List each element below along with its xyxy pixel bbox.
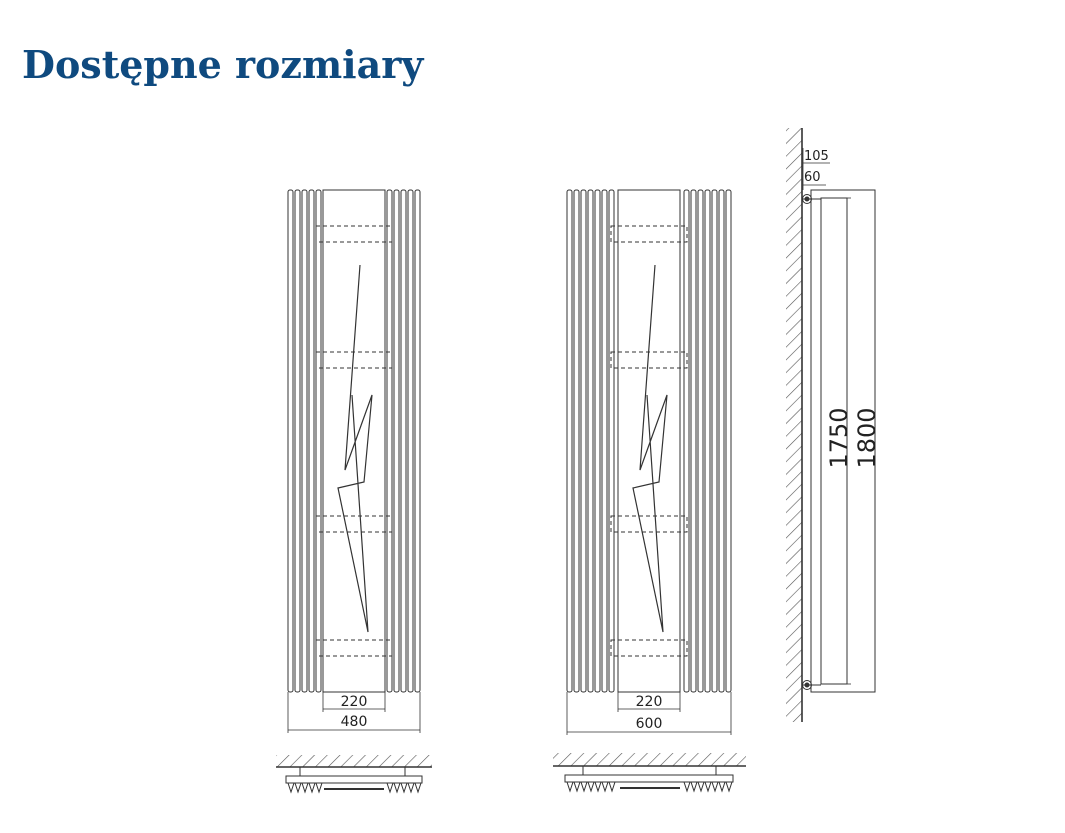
radiator-small-front-view — [287, 189, 421, 733]
radiator-small-total-width-label: 480 — [341, 714, 368, 730]
radiator-large-brackets — [610, 225, 688, 657]
lightning-bolt-icon — [632, 264, 668, 633]
radiator-side-view — [786, 128, 876, 722]
radiator-large-total-width-label: 600 — [636, 716, 663, 732]
tube-profile-teeth-small — [287, 782, 422, 794]
page-title: Dostępne rozmiary — [22, 42, 424, 87]
radiator-large-front-view — [566, 189, 732, 735]
side-profile-inner — [820, 197, 848, 685]
radiator-large-top-view — [553, 753, 746, 793]
radiator-small-tubes-left — [287, 189, 322, 693]
radiator-large-tubes-right — [683, 189, 732, 693]
wall-hatch-small — [276, 755, 432, 767]
lightning-bolt-icon — [337, 264, 373, 633]
wall-bracket-top — [802, 194, 821, 204]
radiator-small-brackets — [315, 225, 393, 657]
wall-bracket-bottom — [802, 680, 821, 690]
wall-hatch-side — [786, 128, 802, 722]
radiator-large-tubes-left — [566, 189, 615, 693]
radiator-small-center-panel — [322, 189, 386, 693]
wall-hatch-large — [553, 753, 746, 766]
side-depth-total-label: 105 — [804, 149, 829, 164]
side-depth-bracket-label: 60 — [804, 170, 821, 185]
tube-profile-teeth-large — [566, 781, 733, 793]
radiator-large-center-panel — [617, 189, 681, 693]
radiator-large-dimension-lines — [566, 692, 732, 735]
radiator-small-tubes-right — [386, 189, 421, 693]
radiator-large-panel-width-label: 220 — [636, 694, 663, 710]
radiator-small-dimension-lines — [287, 692, 421, 733]
radiator-small-top-view — [276, 755, 432, 794]
side-dimension-lines — [802, 148, 851, 685]
side-height-inner-label: 1750 — [825, 407, 853, 468]
radiator-small-panel-width-label: 220 — [341, 694, 368, 710]
side-height-total-label: 1800 — [853, 407, 881, 468]
side-profile-outer — [810, 189, 876, 693]
